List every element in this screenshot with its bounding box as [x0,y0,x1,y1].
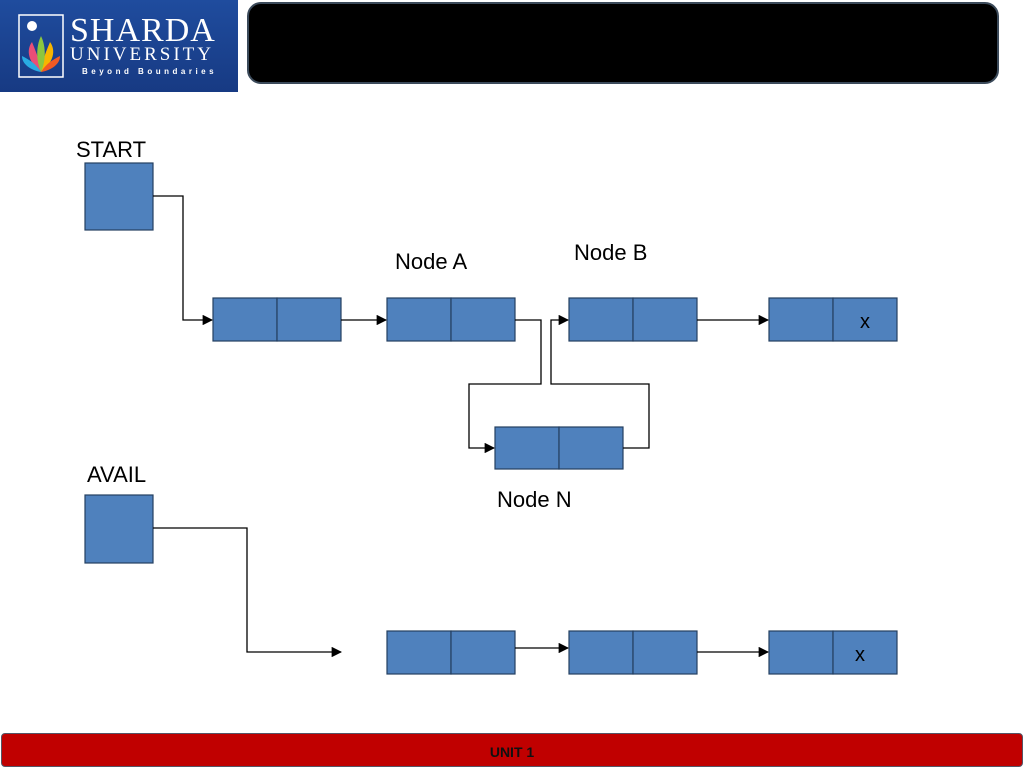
avail-label: AVAIL [87,462,146,487]
title-bar [247,2,999,84]
footer-unit-label: UNIT 1 [489,744,535,760]
null-marker: x [860,311,870,333]
start-arrow [153,195,214,326]
avail-node-1 [386,630,516,675]
list-node-last: x [768,297,898,342]
noden-to-nodeb-arrow [550,314,650,449]
start-pointer-box [84,162,154,231]
list-node-a [386,297,516,342]
list-node-n [494,426,624,470]
avail-pointer-box [84,494,154,564]
logo-tagline: Beyond Boundaries [82,67,218,76]
node-b-label: Node B [574,240,647,265]
avail-null-marker: x [855,644,865,666]
list-node-b [568,297,698,342]
node-n-label: Node N [497,487,572,512]
start-label: START [76,137,146,162]
nodea-to-noden-arrow [468,319,542,454]
avail-arrow [153,527,343,658]
avail-node-2 [568,630,698,675]
avail-node-last: x [768,630,898,675]
lotus-emblem-icon [18,14,64,78]
university-logo: SHARDA UNIVERSITY Beyond Boundaries [0,0,238,92]
footer-bar: UNIT 1 [1,733,1023,767]
node-a-label: Node A [395,249,467,274]
logo-subtitle: UNIVERSITY [70,44,214,65]
list-node-1 [212,297,342,342]
logo-name: SHARDA [70,12,216,49]
